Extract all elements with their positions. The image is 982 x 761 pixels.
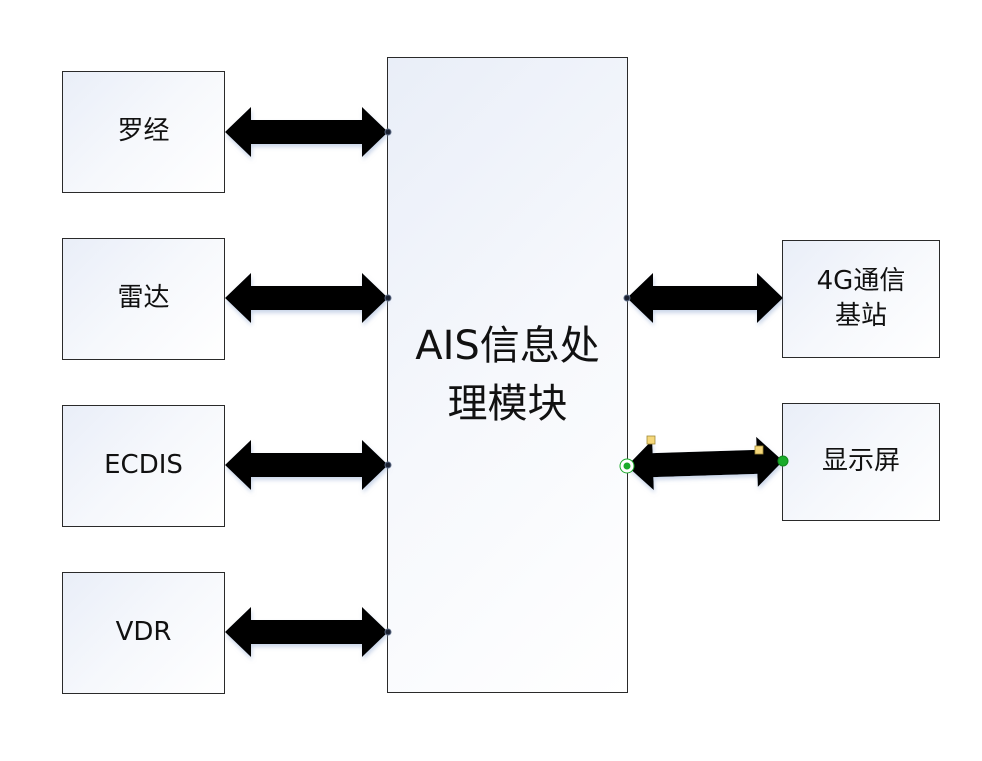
node-label-line2: 理模块 — [447, 381, 568, 427]
connection-point — [384, 461, 392, 469]
arrow-radar-ais[interactable] — [225, 273, 388, 323]
connection-point — [623, 294, 631, 302]
node-ais-processing-module[interactable]: AIS信息处 理模块 — [387, 57, 628, 693]
node-radar[interactable]: 雷达 — [62, 238, 225, 360]
node-label-line2: 基站 — [834, 301, 887, 331]
node-label: ECDIS — [104, 450, 183, 481]
node-label-line1: 显示屏 — [821, 446, 900, 477]
arrow-vdr-ais[interactable] — [225, 607, 388, 657]
arrow-ecdis-ais[interactable] — [225, 440, 388, 490]
node-display[interactable]: 显示屏 — [782, 403, 940, 521]
connection-point — [384, 294, 392, 302]
node-label: 罗经 — [117, 116, 170, 147]
node-compass[interactable]: 罗经 — [62, 71, 225, 193]
node-label: VDR — [115, 617, 172, 648]
arrow-ais-4g[interactable] — [627, 273, 783, 323]
node-label-line1: AIS信息处 — [415, 323, 600, 369]
selection-endpoint-end-icon — [777, 455, 789, 467]
adjust-handle-icon[interactable] — [646, 435, 656, 445]
node-ecdis[interactable]: ECDIS — [62, 405, 225, 527]
connection-point — [384, 128, 392, 136]
adjust-handle-icon[interactable] — [754, 445, 764, 455]
arrow-ais-display[interactable] — [627, 436, 783, 491]
selection-endpoint-inner — [623, 462, 631, 470]
node-4g-base-station[interactable]: 4G通信 基站 — [782, 240, 940, 358]
connection-point — [384, 628, 392, 636]
node-vdr[interactable]: VDR — [62, 572, 225, 694]
node-label: 雷达 — [117, 283, 170, 314]
node-label-line1: 4G通信 — [816, 265, 906, 296]
arrow-compass-ais[interactable] — [225, 107, 388, 157]
